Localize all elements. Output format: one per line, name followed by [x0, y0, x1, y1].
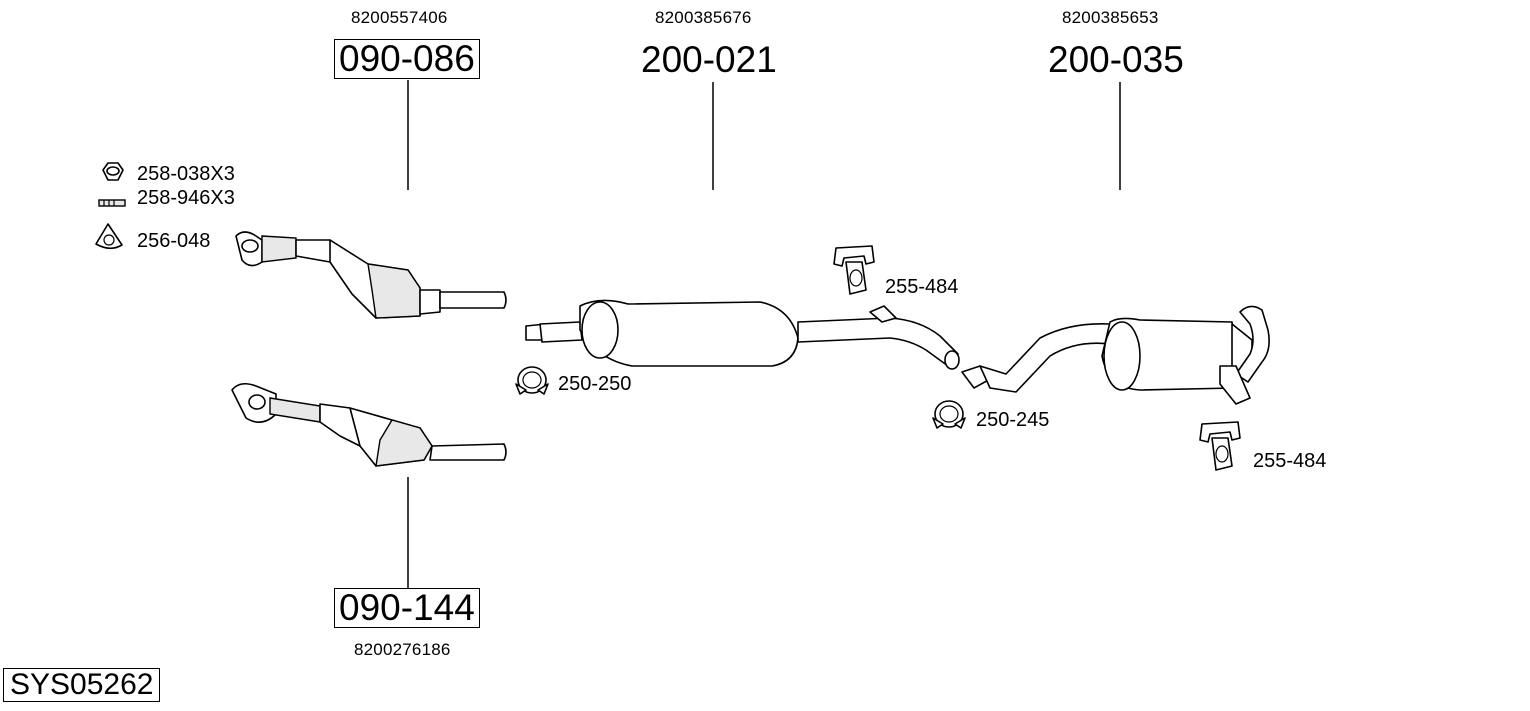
- middle-silencer[interactable]: [525, 299, 960, 370]
- clamp-front-icon[interactable]: [515, 366, 549, 395]
- hanger-mid-icon[interactable]: [833, 245, 875, 295]
- oem-label-cat-upper: 8200557406: [351, 8, 448, 27]
- label-clamp-rear[interactable]: 250-245: [976, 409, 1050, 431]
- label-gasket[interactable]: 256-048: [137, 230, 211, 252]
- label-clamp-front[interactable]: 250-250: [558, 373, 632, 395]
- hanger-rear-icon[interactable]: [1199, 421, 1241, 471]
- oem-label-rear-silencer: 8200385653: [1062, 8, 1159, 27]
- nut-icon[interactable]: [102, 162, 124, 181]
- oem-label-middle-silencer: 8200385676: [655, 8, 752, 27]
- part-code-middle-silencer[interactable]: 200-021: [641, 39, 777, 80]
- system-id-label: SYS05262: [3, 668, 161, 702]
- bolt-icon[interactable]: [98, 199, 126, 207]
- catalytic-converter-upper[interactable]: [235, 231, 507, 319]
- gasket-icon[interactable]: [95, 223, 123, 250]
- part-code-cat-lower[interactable]: 090-144: [334, 588, 480, 628]
- clamp-rear-icon[interactable]: [932, 400, 966, 429]
- label-bolt[interactable]: 258-946X3: [137, 187, 235, 209]
- label-nut[interactable]: 258-038X3: [137, 163, 235, 185]
- label-hanger-mid[interactable]: 255-484: [885, 276, 959, 298]
- rear-silencer[interactable]: [961, 305, 1270, 405]
- oem-label-cat-lower: 8200276186: [354, 640, 451, 659]
- part-code-cat-upper[interactable]: 090-086: [334, 39, 480, 79]
- label-hanger-rear[interactable]: 255-484: [1253, 450, 1327, 472]
- catalytic-converter-lower[interactable]: [231, 382, 507, 467]
- part-code-rear-silencer[interactable]: 200-035: [1048, 39, 1184, 80]
